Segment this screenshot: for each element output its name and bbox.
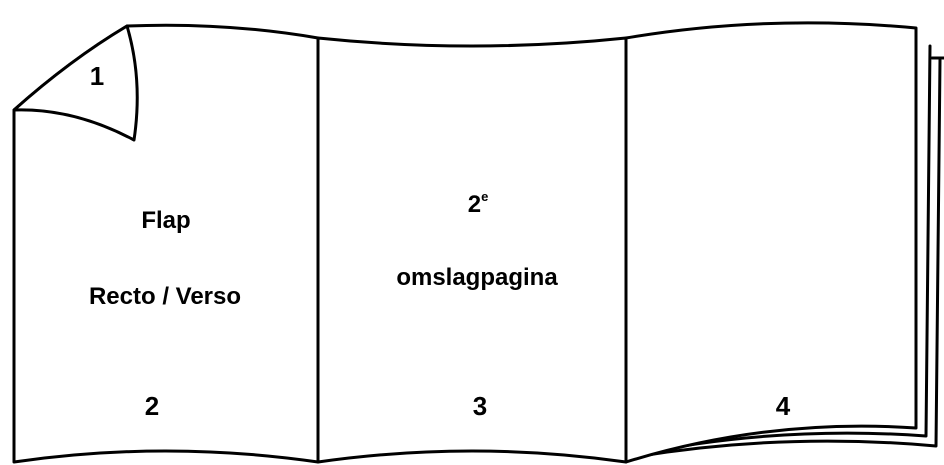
cover-title: 2e — [468, 189, 489, 219]
book-panel — [624, 21, 918, 464]
flap-page-number: 2 — [144, 391, 160, 421]
cover-title-main: 2 — [467, 191, 482, 218]
cover-title-sup: e — [481, 189, 489, 204]
page-edge-back — [626, 58, 942, 460]
flap-title: Flap — [141, 207, 191, 234]
folded-corner — [12, 24, 139, 142]
book-page-number: 4 — [775, 391, 791, 421]
fold-number: 1 — [89, 61, 105, 91]
flap-subtitle: Recto / Verso — [88, 283, 242, 310]
cover-page-number: 3 — [472, 391, 488, 421]
cover-title-line2: omslagpagina — [396, 264, 558, 291]
